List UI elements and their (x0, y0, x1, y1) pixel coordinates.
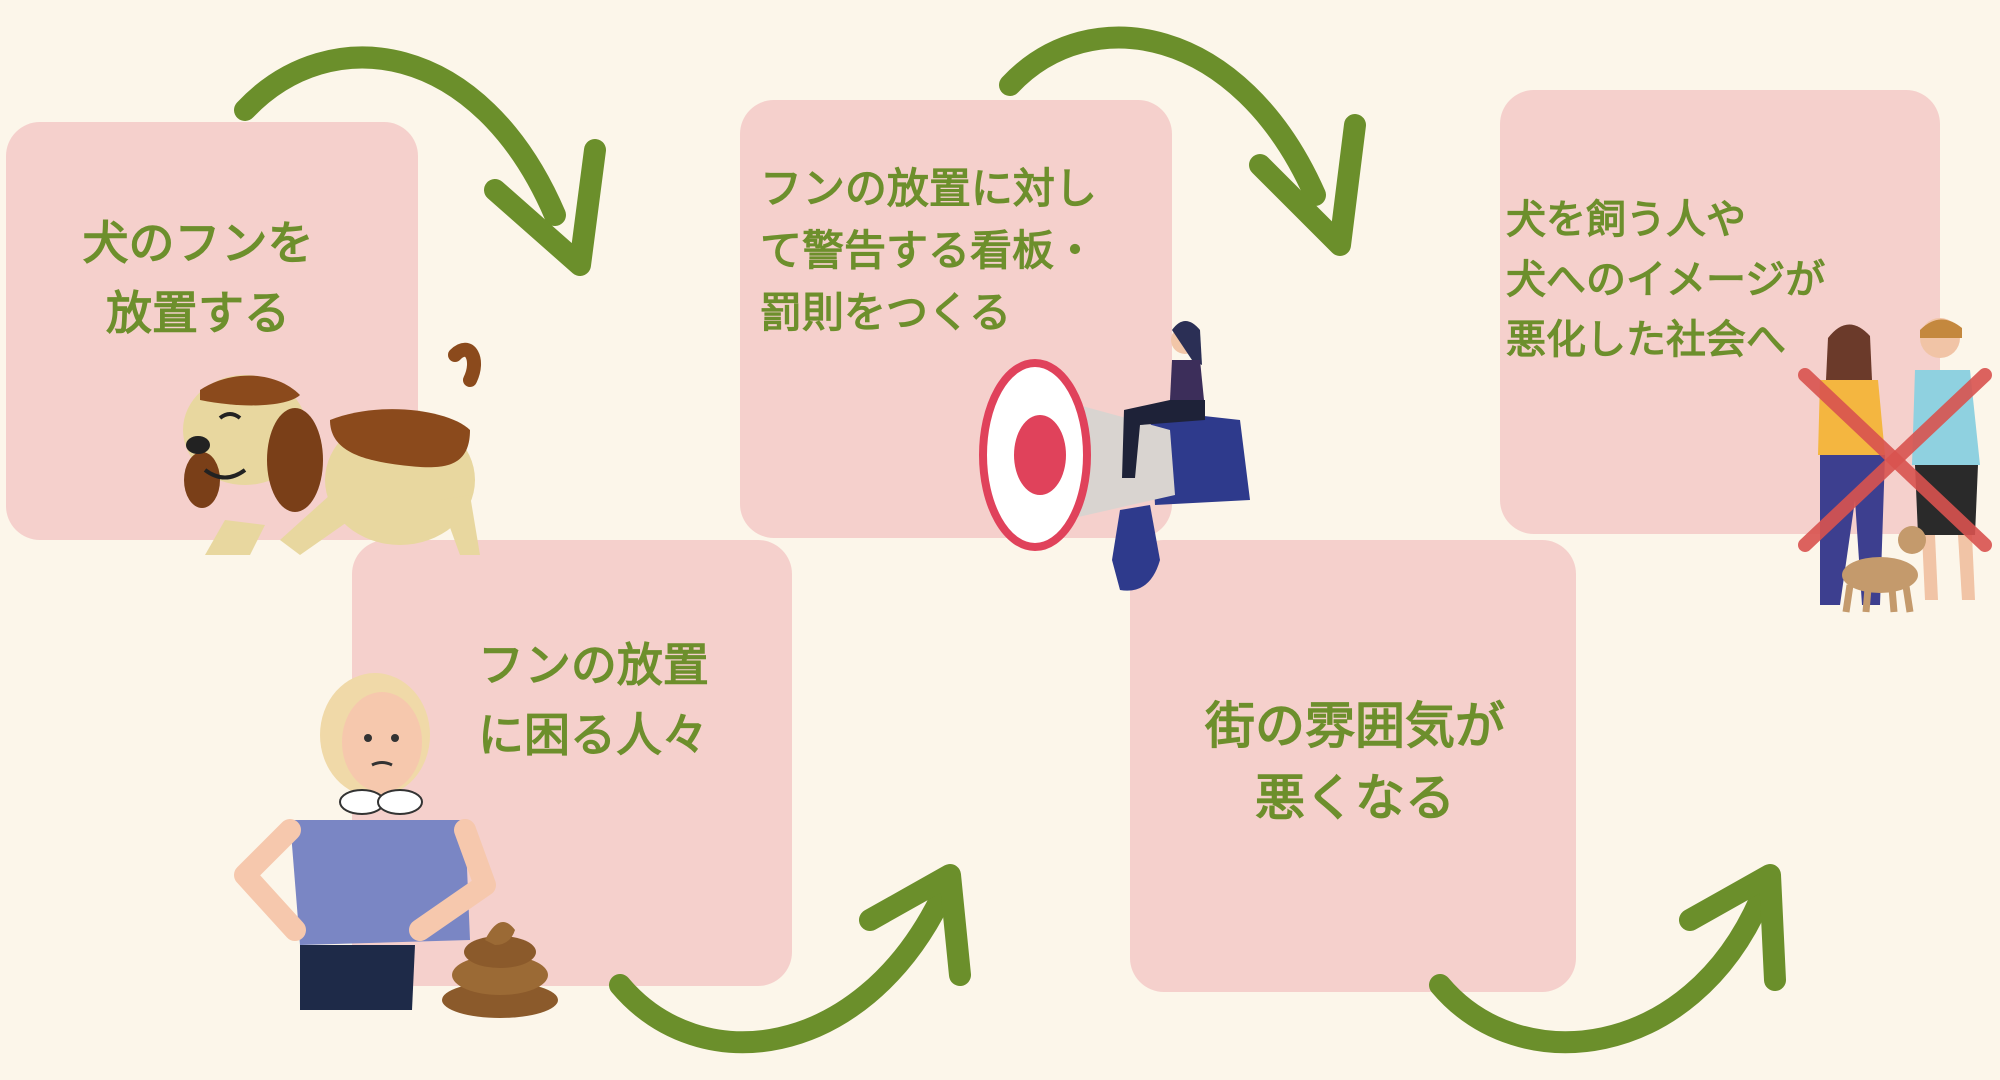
curved-arrow-icon (609, 864, 971, 1054)
curved-arrow-icon (1429, 864, 1786, 1054)
step-text-3: フンの放置に対し て警告する看板・ 罰則をつくる (760, 164, 1097, 337)
step-text-2: フンの放置 に困る人々 (478, 638, 709, 762)
curved-arrow-icon (999, 26, 1366, 256)
megaphone-icon (979, 321, 1250, 591)
step-text-4: 街の雰囲気が 悪くなる (1205, 697, 1505, 827)
cross-icon (1798, 368, 1992, 552)
step-card-4 (1130, 540, 1576, 992)
worried-woman-icon (234, 673, 496, 1010)
step-text-1: 犬のフンを 放置する (82, 216, 314, 340)
dog-icon (183, 342, 481, 555)
curved-arrow-icon (234, 46, 606, 276)
step-text-5: 犬を飼う人や 犬へのイメージが 悪化した社会へ (1506, 197, 1826, 363)
poop-icon (442, 922, 558, 1018)
